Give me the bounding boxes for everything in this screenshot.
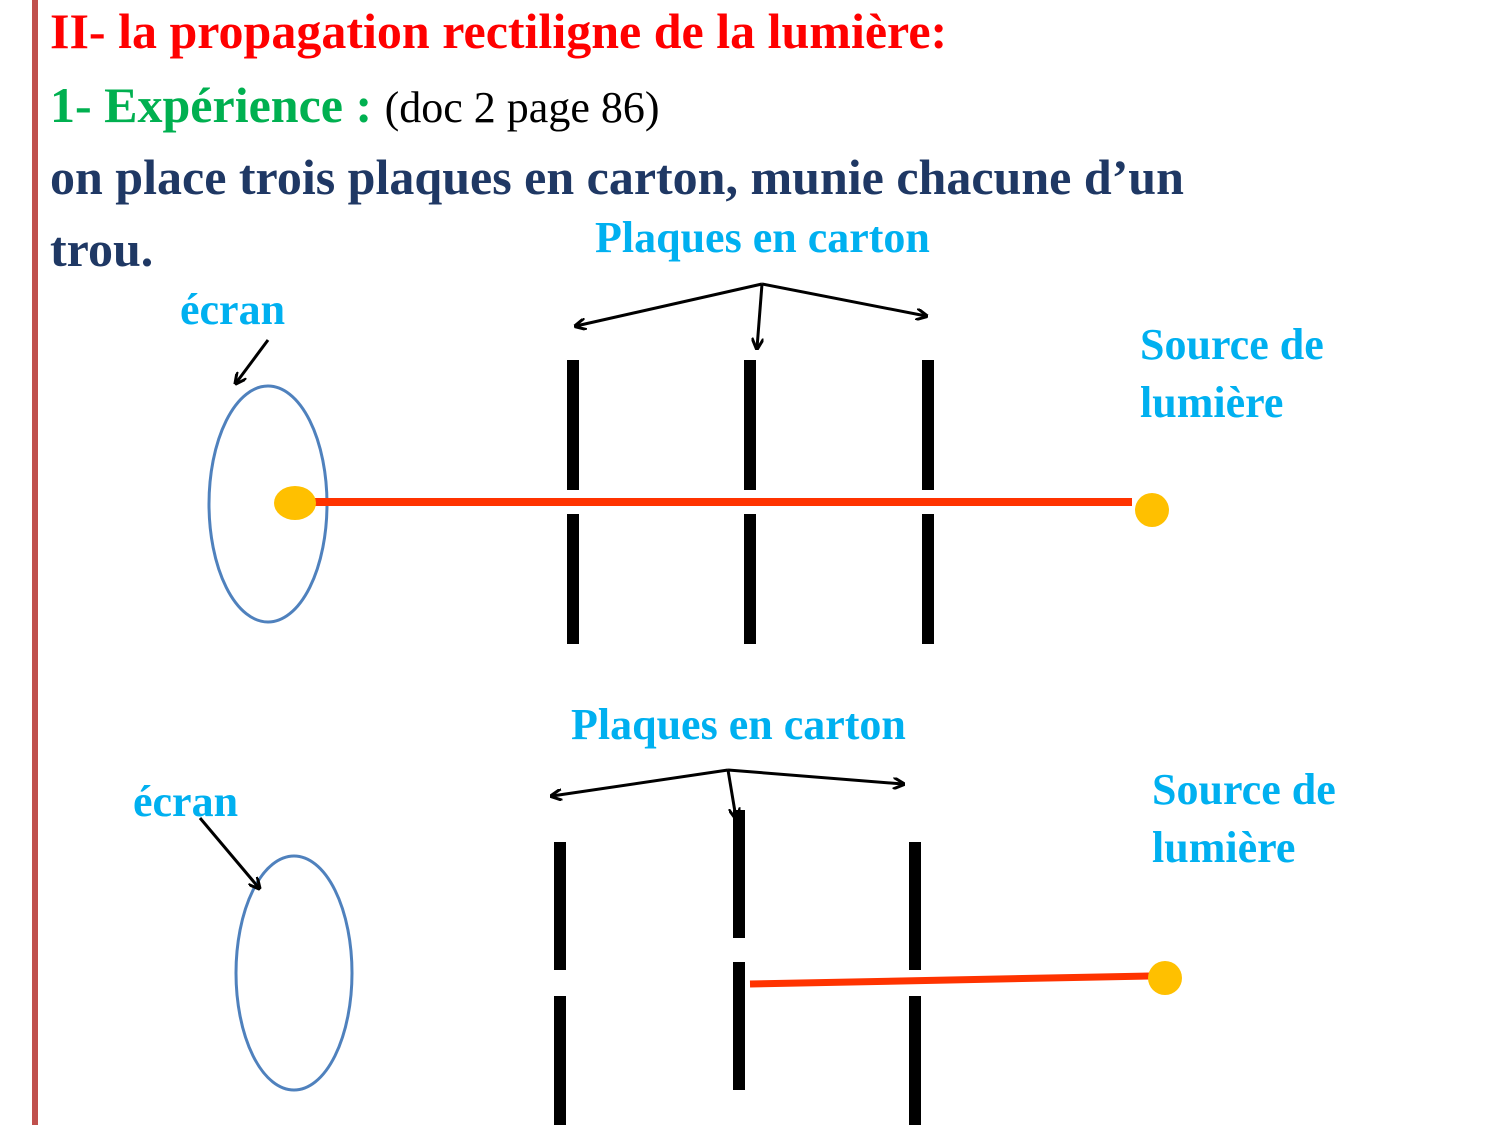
top-light-spot-on-screen [274, 486, 316, 520]
experience-label: 1- Expérience : [50, 77, 373, 133]
bottom-brace-arrow-left [552, 768, 729, 796]
bottom-plates-brace [552, 768, 903, 818]
top-diagram [207, 282, 1169, 644]
top-source-label-line1: Source de [1140, 320, 1324, 369]
experience-heading: 1- Expérience : (doc 2 page 86) [50, 76, 660, 134]
section-title: II- la propagation rectiligne de la lumi… [50, 3, 948, 59]
bottom-diagram [198, 768, 1182, 1125]
top-screen-label: écran [180, 285, 286, 334]
top-brace-arrow-left [576, 282, 763, 326]
top-source-label-line2: lumière [1140, 378, 1284, 427]
top-source-label: Source de lumière [1140, 316, 1400, 432]
description-line-2: trou. [50, 221, 154, 277]
top-brace-arrow-right [761, 282, 926, 316]
description-line-1: on place trois plaques en carton, munie … [50, 149, 1184, 205]
bottom-screen-label: écran [133, 777, 239, 826]
bottom-plates-label: Plaques en carton [571, 700, 906, 749]
top-brace-arrow-middle [757, 283, 762, 348]
bottom-light-source [1148, 961, 1182, 995]
experience-reference: (doc 2 page 86) [384, 83, 660, 132]
bottom-source-label-line2: lumière [1152, 823, 1296, 872]
bottom-light-ray [749, 972, 1151, 988]
top-screen-arrow [236, 339, 270, 383]
top-plates-brace [576, 282, 926, 348]
bottom-screen [234, 854, 354, 1092]
bottom-screen-arrow [198, 817, 259, 888]
top-plates-label: Plaques en carton [595, 213, 930, 262]
bottom-source-label-line1: Source de [1152, 765, 1336, 814]
bottom-brace-arrow-right [727, 768, 903, 784]
margin-bar [32, 0, 38, 1125]
bottom-source-label: Source de lumière [1152, 761, 1412, 877]
top-light-source [1135, 493, 1169, 527]
